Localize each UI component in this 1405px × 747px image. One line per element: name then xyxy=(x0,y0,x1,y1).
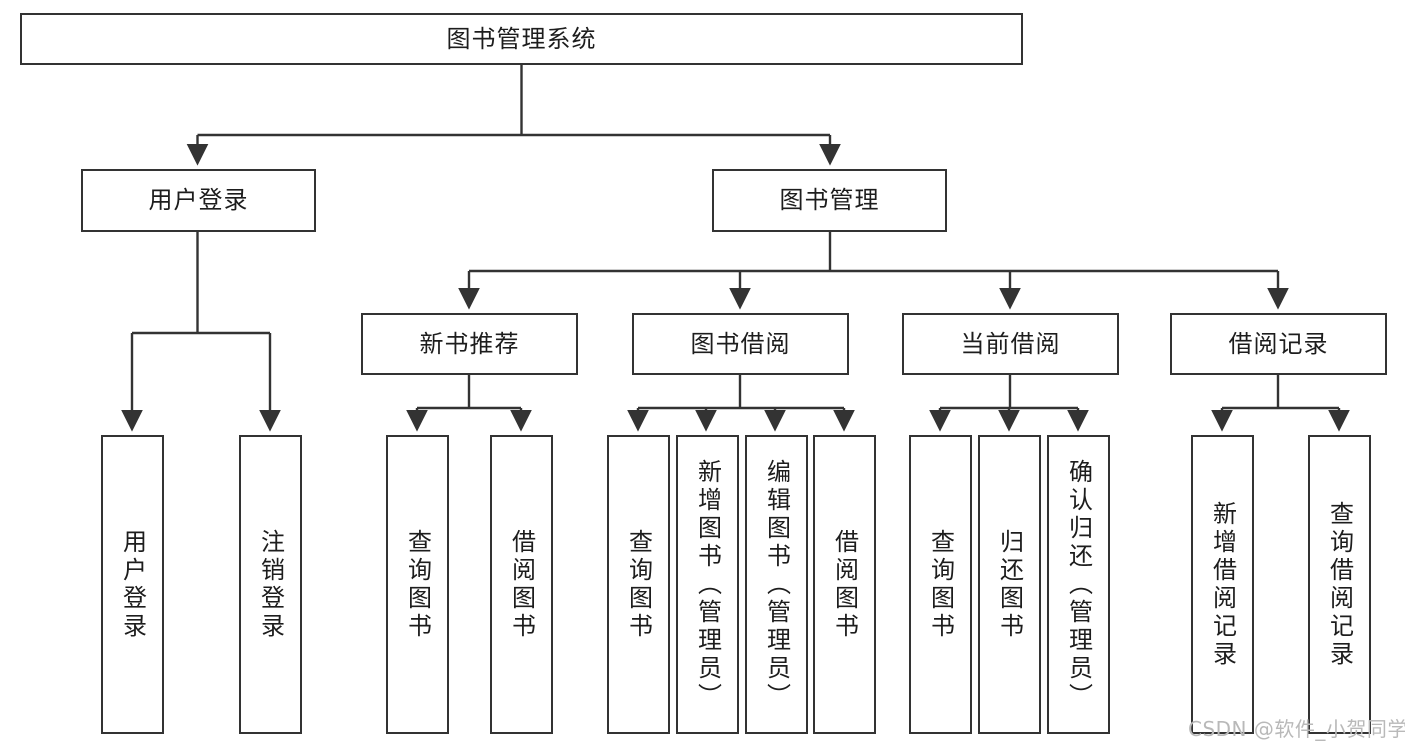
node-label: 注销登录 xyxy=(256,528,285,641)
node-book-management[interactable]: 图书管理 xyxy=(712,169,947,232)
leaf-book-borrow-edit[interactable]: 编辑图书（管理员） xyxy=(745,435,808,734)
leaf-current-borrow-return[interactable]: 归还图书 xyxy=(978,435,1041,734)
node-label: 归还图书 xyxy=(995,528,1024,641)
node-label: 图书管理 xyxy=(779,186,880,215)
leaf-user-login-logout[interactable]: 注销登录 xyxy=(239,435,302,734)
leaf-new-book-query[interactable]: 查询图书 xyxy=(386,435,449,734)
node-label: 新增借阅记录 xyxy=(1208,500,1237,669)
node-book-management-system[interactable]: 图书管理系统 xyxy=(20,13,1023,65)
leaf-user-login-login[interactable]: 用户登录 xyxy=(101,435,164,734)
node-label: 用户登录 xyxy=(148,186,249,215)
node-label: 用户登录 xyxy=(118,528,147,641)
leaf-current-borrow-confirm-return[interactable]: 确认归还（管理员） xyxy=(1047,435,1110,734)
node-user-login[interactable]: 用户登录 xyxy=(81,169,316,232)
node-book-borrowing[interactable]: 图书借阅 xyxy=(632,313,849,375)
node-label: 当前借阅 xyxy=(960,329,1061,358)
node-label: 查询借阅记录 xyxy=(1325,500,1354,669)
node-label: 编辑图书（管理员） xyxy=(762,458,791,711)
node-label: 新增图书（管理员） xyxy=(693,458,722,711)
leaf-book-borrow-add[interactable]: 新增图书（管理员） xyxy=(676,435,739,734)
node-current-borrowing[interactable]: 当前借阅 xyxy=(902,313,1119,375)
leaf-borrow-record-query[interactable]: 查询借阅记录 xyxy=(1308,435,1371,734)
node-label: 查询图书 xyxy=(926,528,955,641)
watermark: CSDN @软件_小贺同学 xyxy=(1188,717,1405,741)
node-label: 借阅图书 xyxy=(830,528,859,641)
node-label: 借阅记录 xyxy=(1228,329,1329,358)
leaf-borrow-record-add[interactable]: 新增借阅记录 xyxy=(1191,435,1254,734)
node-label: 查询图书 xyxy=(624,528,653,641)
node-borrowing-records[interactable]: 借阅记录 xyxy=(1170,313,1387,375)
node-label: 图书管理系统 xyxy=(446,24,597,53)
leaf-book-borrow-borrow[interactable]: 借阅图书 xyxy=(813,435,876,734)
node-label: 借阅图书 xyxy=(507,528,536,641)
node-label: 图书借阅 xyxy=(690,329,791,358)
node-label: 新书推荐 xyxy=(419,329,520,358)
leaf-current-borrow-query[interactable]: 查询图书 xyxy=(909,435,972,734)
node-label: 确认归还（管理员） xyxy=(1064,458,1093,711)
leaf-new-book-borrow[interactable]: 借阅图书 xyxy=(490,435,553,734)
leaf-book-borrow-query[interactable]: 查询图书 xyxy=(607,435,670,734)
node-label: 查询图书 xyxy=(403,528,432,641)
node-new-book-recommendation[interactable]: 新书推荐 xyxy=(361,313,578,375)
